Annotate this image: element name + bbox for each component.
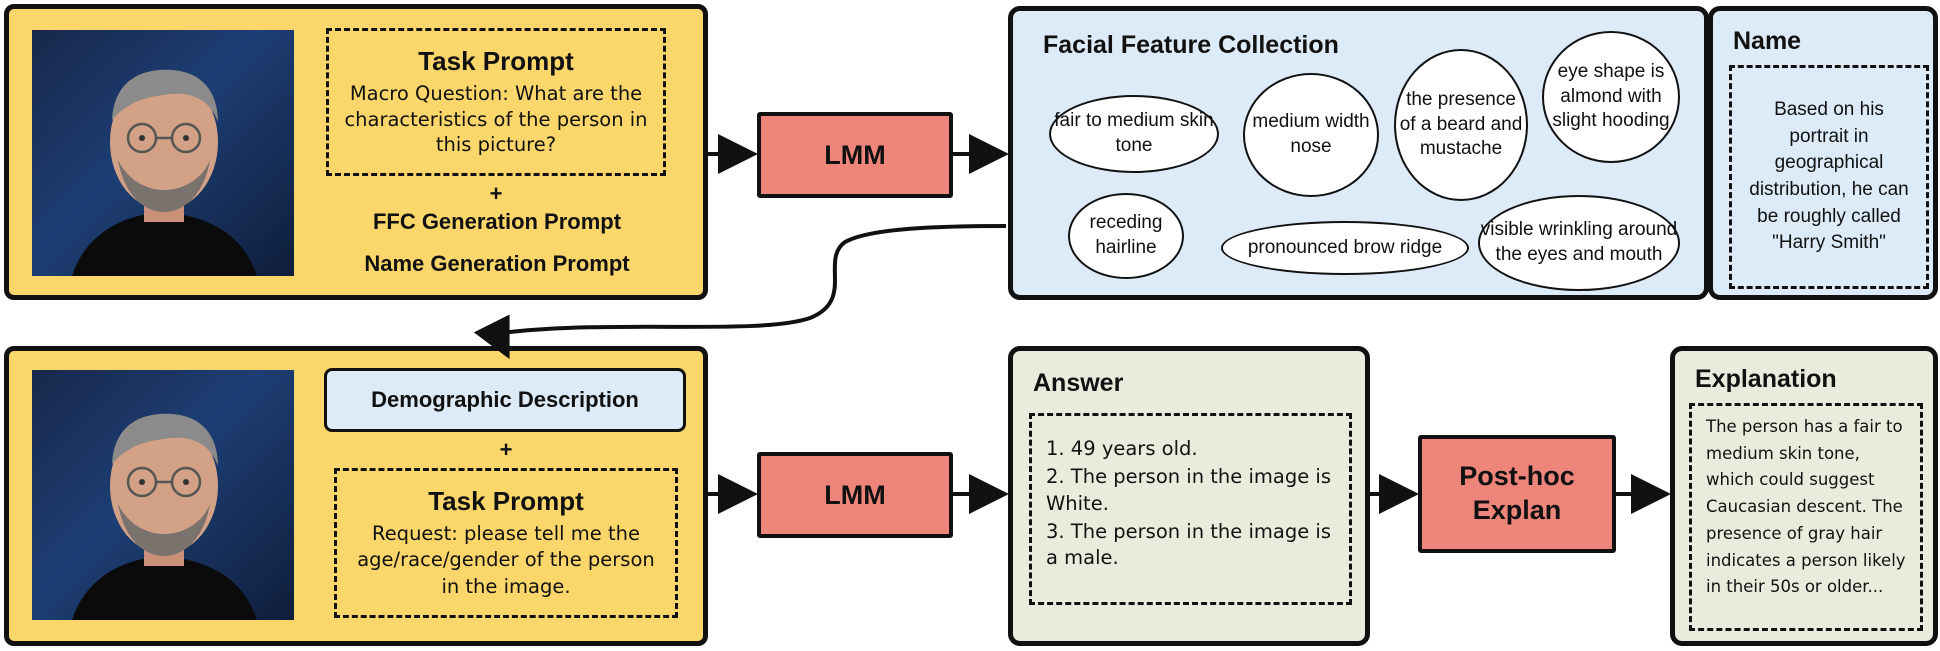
plus-sign-bottom: + bbox=[499, 437, 513, 462]
feature-ellipse: fair to medium skin tone bbox=[1049, 95, 1219, 173]
answer-box: 1. 49 years old. 2. The person in the im… bbox=[1029, 413, 1352, 605]
answer-panel: Answer 1. 49 years old. 2. The person in… bbox=[1008, 346, 1370, 646]
name-generation-prompt: Name Generation Prompt bbox=[364, 251, 630, 276]
lmm-box-bottom: LMM bbox=[757, 452, 953, 538]
facial-feature-collection-title: Facial Feature Collection bbox=[1043, 31, 1339, 59]
posthoc-explan-label: Post-hoc Explan bbox=[1459, 461, 1575, 525]
name-panel-title: Name bbox=[1733, 27, 1802, 55]
facial-feature-collection-panel: Facial Feature Collection fair to medium… bbox=[1008, 6, 1709, 300]
feature-ellipse: pronounced brow ridge bbox=[1221, 221, 1469, 275]
portrait-image-top bbox=[32, 30, 294, 276]
portrait-image-bottom bbox=[32, 370, 294, 620]
name-panel-text: Based on his portrait in geographical di… bbox=[1749, 99, 1909, 254]
demographic-description-box: Demographic Description bbox=[324, 368, 686, 432]
answer-title: Answer bbox=[1033, 369, 1124, 397]
task-prompt-text: Request: please tell me the age/race/gen… bbox=[357, 522, 655, 598]
task-prompt-box-top: Task Prompt Macro Question: What are the… bbox=[326, 28, 666, 176]
answer-item: 2. The person in the image is White. bbox=[1046, 465, 1331, 515]
name-panel-box: Based on his portrait in geographical di… bbox=[1729, 65, 1929, 289]
ffc-generation-prompt: FFC Generation Prompt bbox=[372, 209, 622, 234]
task-prompt-title: Task Prompt bbox=[428, 486, 584, 517]
feature-ellipse: medium width nose bbox=[1243, 73, 1379, 197]
feature-ellipse: visible wrinkling around the eyes and mo… bbox=[1478, 195, 1680, 291]
explanation-text: The person has a fair to medium skin ton… bbox=[1706, 417, 1906, 597]
plus-sign-top: + bbox=[489, 181, 503, 206]
name-panel: Name Based on his portrait in geographic… bbox=[1708, 6, 1938, 300]
task-prompt-text: Macro Question: What are the characteris… bbox=[344, 81, 648, 157]
explanation-panel: Explanation The person has a fair to med… bbox=[1670, 346, 1938, 646]
explanation-box: The person has a fair to medium skin ton… bbox=[1689, 403, 1923, 631]
posthoc-explan-box: Post-hoc Explan bbox=[1418, 435, 1616, 553]
feature-ellipse: eye shape is almond with slight hooding bbox=[1542, 31, 1680, 163]
feature-ellipse: receding hairline bbox=[1068, 193, 1184, 279]
task-prompt-box-bottom: Task Prompt Request: please tell me the … bbox=[334, 468, 678, 618]
feature-ellipse: the presence of a beard and mustache bbox=[1394, 49, 1528, 201]
answer-item: 1. 49 years old. bbox=[1046, 437, 1198, 460]
portrait-illustration bbox=[72, 69, 257, 276]
portrait-illustration bbox=[72, 413, 257, 620]
explanation-title: Explanation bbox=[1695, 365, 1837, 393]
lmm-box-top: LMM bbox=[757, 112, 953, 198]
task-prompt-title: Task Prompt bbox=[418, 45, 574, 76]
answer-item: 3. The person in the image is a male. bbox=[1046, 519, 1331, 570]
